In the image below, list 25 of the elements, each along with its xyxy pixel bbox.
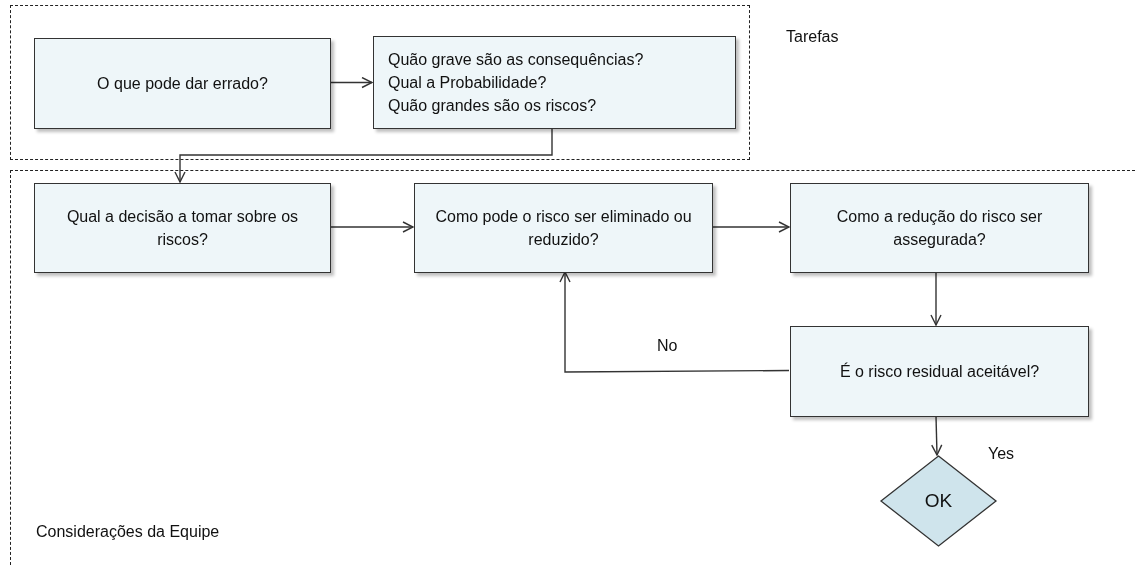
process-box xyxy=(34,183,331,273)
arrow xyxy=(559,271,790,373)
node-label: O que pode dar errado? xyxy=(97,74,268,94)
region-heading: Tarefas xyxy=(786,28,839,46)
node-label: Como a redução do risco ser assegurada? xyxy=(835,207,1044,250)
process-box xyxy=(790,183,1089,273)
node-label: Quão grandes são os riscos? xyxy=(388,96,597,116)
node-label: Quão grave são as consequências? xyxy=(388,50,644,70)
node-label: É o risco residual aceitável? xyxy=(839,361,1040,382)
arrow xyxy=(711,221,790,233)
arrow xyxy=(329,76,373,89)
region-heading: Considerações da Equipe xyxy=(36,523,220,541)
process-box xyxy=(373,36,736,129)
arrow xyxy=(329,221,414,233)
process-box xyxy=(34,38,331,129)
node-label: Qual a decisão a tomar sobre os riscos? xyxy=(65,207,300,250)
arrow xyxy=(930,271,942,326)
arrow xyxy=(174,127,553,183)
node-label: Como pode o risco ser eliminado ou reduzido? xyxy=(434,207,693,250)
arrow xyxy=(931,415,943,456)
process-box xyxy=(414,183,713,273)
process-box xyxy=(790,326,1089,417)
node-label: Qual a Probabilidade? xyxy=(388,73,547,93)
node-label: OK xyxy=(924,490,953,512)
dashed-region xyxy=(10,170,1135,565)
